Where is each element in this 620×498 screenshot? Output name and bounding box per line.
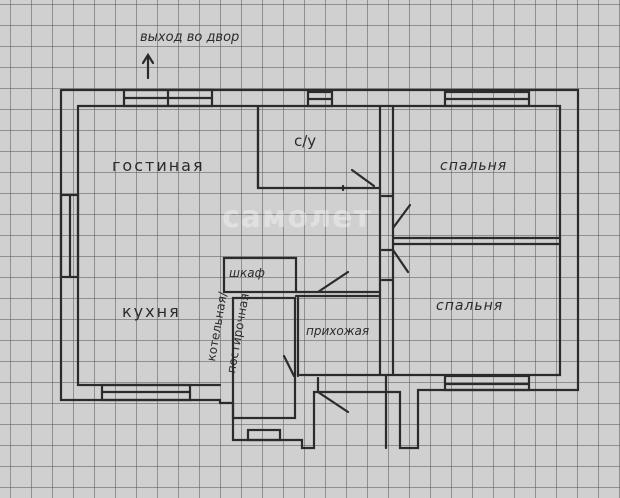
boiler-room bbox=[231, 296, 297, 420]
room-label-bathroom: с/у bbox=[294, 132, 317, 150]
room-label-closet: шкаф bbox=[229, 266, 265, 280]
exit-note: выход во двор bbox=[140, 30, 240, 45]
room-label-bedroom-2: спальня bbox=[436, 298, 504, 314]
watermark: самолет bbox=[222, 200, 372, 235]
closet-box bbox=[222, 256, 298, 294]
arrow-up-icon bbox=[141, 52, 155, 80]
room-label-living: гостиная bbox=[112, 156, 205, 175]
room-label-hallway: прихожая bbox=[306, 324, 370, 338]
window-boiler-bottom bbox=[246, 428, 282, 442]
room-label-bedroom-1: спальня bbox=[440, 158, 508, 174]
room-label-kitchen: кухня bbox=[122, 302, 181, 321]
